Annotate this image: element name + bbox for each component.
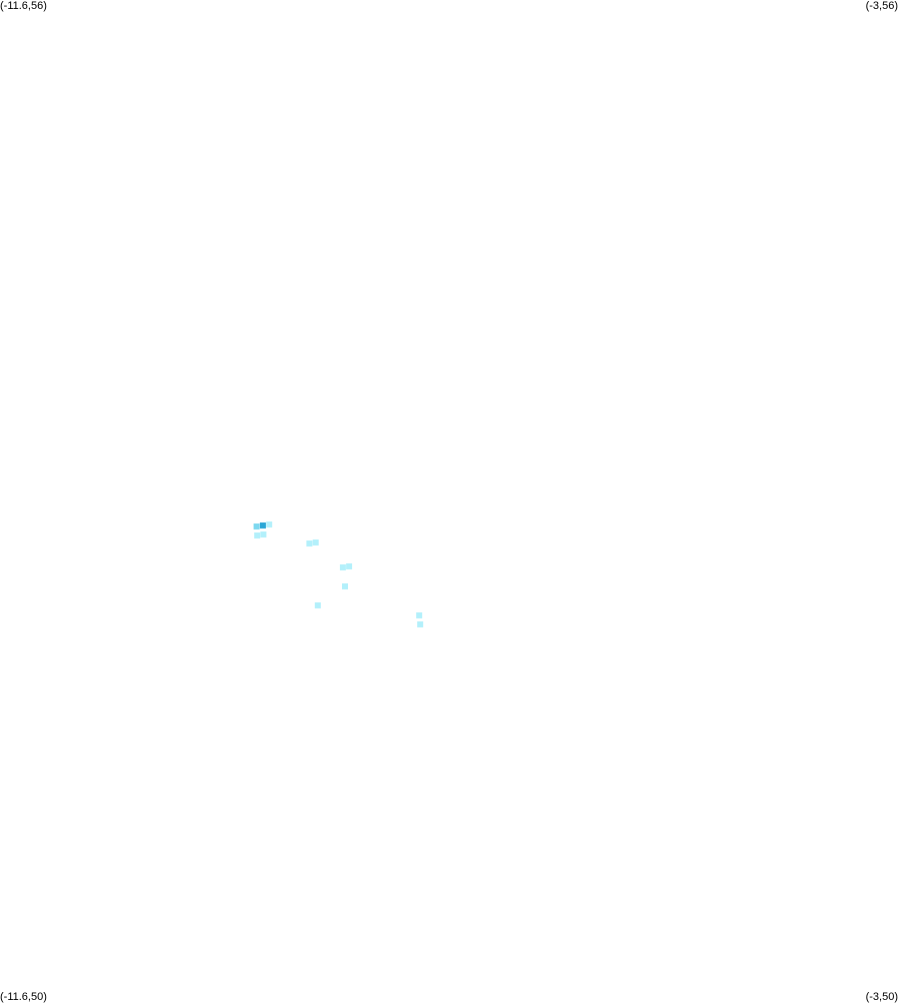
heatmap-cell-5 bbox=[306, 540, 313, 547]
heatmap-cell-10 bbox=[314, 602, 321, 609]
heatmap-cell-1 bbox=[259, 522, 266, 529]
heatmap-cell-9 bbox=[342, 583, 348, 590]
corner-label-top-left: (-11.6,56) bbox=[0, 0, 47, 12]
corner-label-bottom-right: (-3,50) bbox=[865, 991, 898, 1003]
heatmap-cell-2 bbox=[266, 521, 273, 528]
heatmap-cell-8 bbox=[346, 563, 353, 570]
corner-label-bottom-left: (-11.6,50) bbox=[0, 991, 47, 1003]
heatmap-cell-0 bbox=[253, 523, 260, 530]
heatmap-cell-4 bbox=[260, 531, 267, 538]
heatmap-cell-11 bbox=[416, 612, 423, 619]
heatmap-cell-7 bbox=[339, 564, 346, 571]
heatmap-cell-3 bbox=[254, 532, 261, 539]
corner-label-top-right: (-3,56) bbox=[865, 0, 898, 12]
heatmap-cell-6 bbox=[312, 539, 319, 546]
heatmap-cell-12 bbox=[417, 621, 424, 628]
